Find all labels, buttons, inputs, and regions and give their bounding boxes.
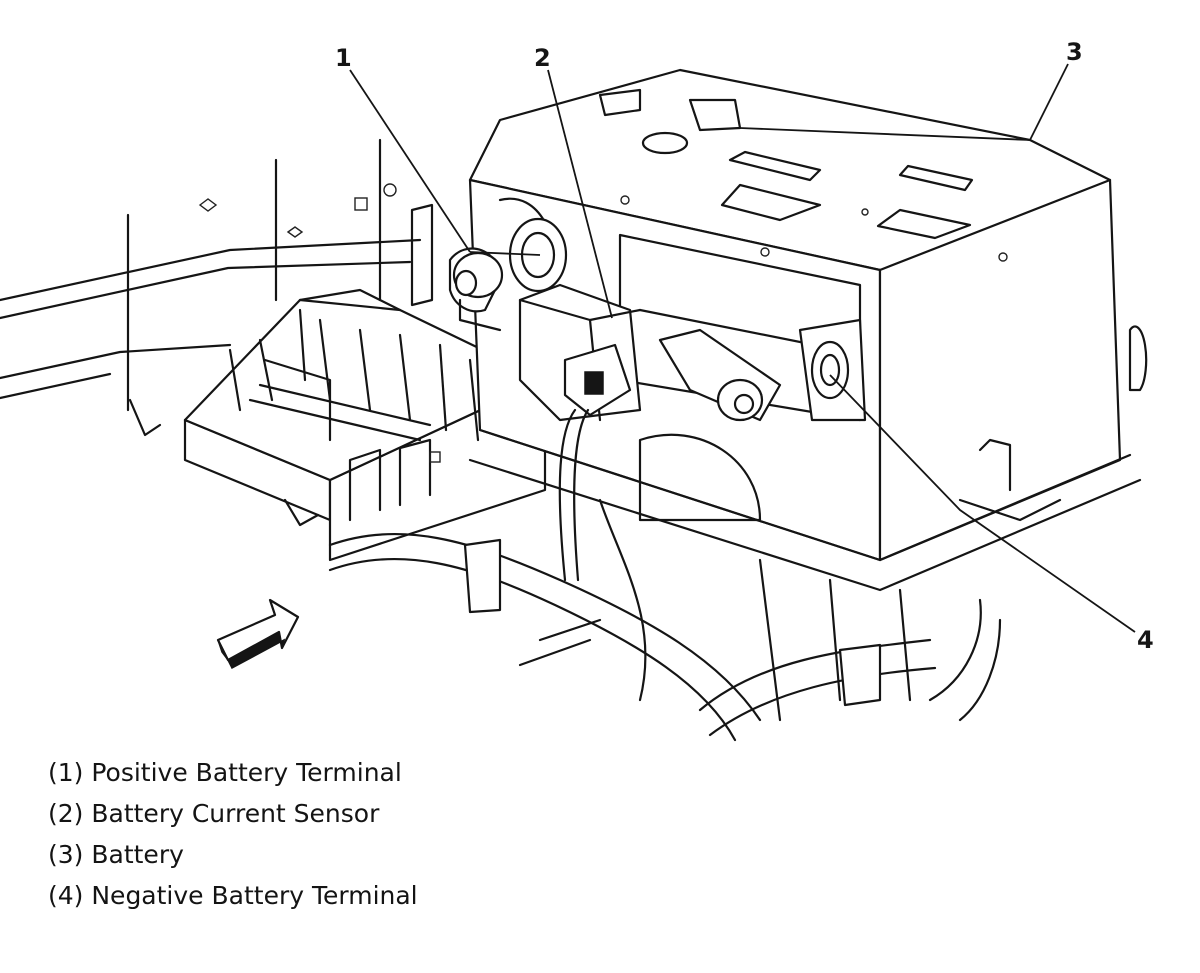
view-direction-arrow-icon xyxy=(216,598,300,670)
positive-battery-terminal xyxy=(448,217,568,332)
callout-1-leader-2 xyxy=(469,251,541,256)
battery-tray xyxy=(128,288,547,562)
legend-item-1: (1) Positive Battery Terminal xyxy=(48,758,402,787)
callout-2: 2 xyxy=(534,44,551,72)
callout-1-leader xyxy=(349,69,471,253)
callout-1: 1 xyxy=(335,44,352,72)
legend: (1) Positive Battery Terminal (2) Batter… xyxy=(48,752,748,916)
callout-4: 4 xyxy=(1137,626,1154,654)
callout-3-leader xyxy=(739,63,1069,141)
callout-3: 3 xyxy=(1066,38,1083,66)
callout-4-leader xyxy=(829,374,1136,633)
body-panel xyxy=(0,138,434,412)
cable-harness xyxy=(328,433,1002,742)
legend-item-2: (2) Battery Current Sensor xyxy=(48,799,380,828)
battery-current-sensor xyxy=(518,283,642,582)
legend-item-3: (3) Battery xyxy=(48,840,184,869)
battery-case xyxy=(468,68,1148,592)
callout-2-leader xyxy=(547,69,613,319)
battery-installation-diagram: 1 2 3 4 xyxy=(0,38,1154,742)
legend-item-4: (4) Negative Battery Terminal xyxy=(48,881,418,910)
